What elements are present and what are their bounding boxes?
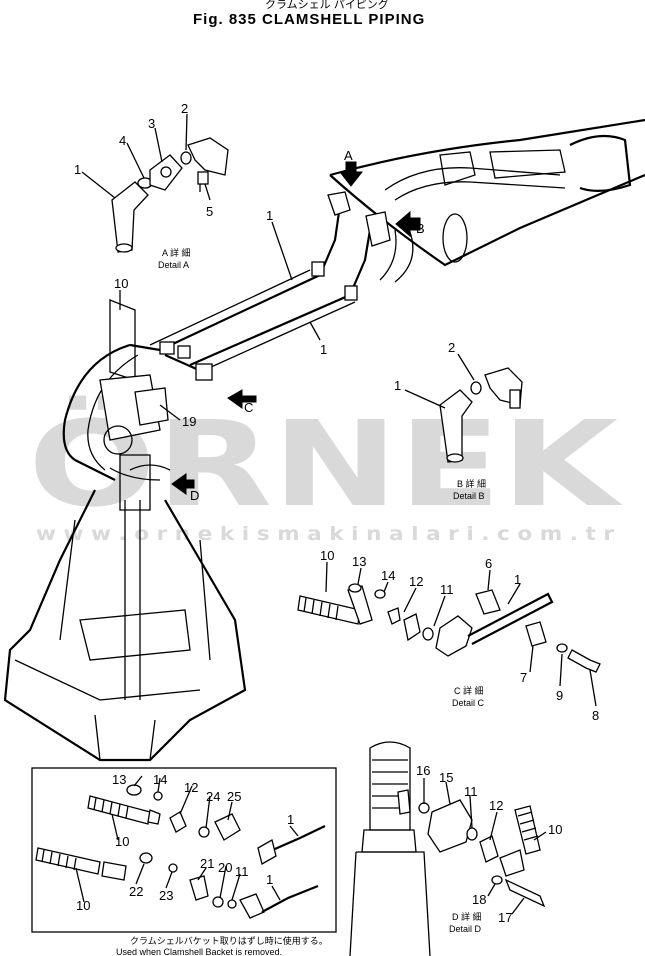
label-a-1: 1 bbox=[74, 162, 81, 177]
label-d-10: 10 bbox=[548, 822, 562, 837]
label-inset-13: 13 bbox=[112, 772, 126, 787]
label-main-10: 10 bbox=[114, 276, 128, 291]
detail-c-jp: C 詳 細 bbox=[454, 685, 484, 696]
leader-b-2 bbox=[457, 353, 475, 381]
detail-a-jp: A 詳 細 bbox=[162, 247, 191, 258]
detail-c-parts bbox=[297, 583, 601, 673]
label-c-14: 14 bbox=[381, 568, 395, 583]
leader-b-1 bbox=[404, 389, 446, 409]
inset-note-en: Used when Clamshell Backet is removed. bbox=[116, 947, 282, 956]
label-c-6: 6 bbox=[485, 556, 492, 571]
detail-d-en: Detail D bbox=[449, 924, 482, 934]
label-inset-24: 24 bbox=[206, 789, 220, 804]
callout-d: D bbox=[190, 488, 199, 503]
callout-b: B bbox=[416, 221, 425, 236]
label-inset-20: 20 bbox=[218, 860, 232, 875]
leader-main-1a bbox=[271, 221, 293, 281]
inset-box bbox=[31, 767, 337, 933]
label-d-12: 12 bbox=[489, 798, 503, 813]
detail-b-en: Detail B bbox=[453, 491, 485, 501]
label-a-4: 4 bbox=[119, 133, 126, 148]
boom bbox=[329, 118, 645, 283]
clamshell-bucket bbox=[3, 299, 247, 762]
label-c-12: 12 bbox=[409, 574, 423, 589]
detail-d-parts bbox=[349, 741, 546, 956]
bucket-hoses bbox=[109, 341, 213, 481]
label-a-2: 2 bbox=[181, 101, 188, 116]
label-main-1b: 1 bbox=[320, 342, 327, 357]
label-b-2: 2 bbox=[448, 340, 455, 355]
label-a-3: 3 bbox=[148, 116, 155, 131]
label-inset-1b: 1 bbox=[266, 872, 273, 887]
label-b-1: 1 bbox=[394, 378, 401, 393]
watermark-url: w w w . o r n e k i s m a k i n a l a r … bbox=[36, 523, 615, 545]
callout-arrows bbox=[171, 161, 421, 495]
detail-d-jp: D 詳 細 bbox=[452, 911, 482, 922]
detail-b-jp: B 詳 細 bbox=[457, 478, 486, 489]
detail-c-en: Detail C bbox=[452, 698, 485, 708]
label-d-16: 16 bbox=[416, 763, 430, 778]
label-d-11: 11 bbox=[464, 784, 478, 799]
label-d-15: 15 bbox=[439, 770, 453, 785]
leader-main-19 bbox=[159, 404, 181, 421]
label-inset-25: 25 bbox=[227, 789, 241, 804]
label-inset-23: 23 bbox=[159, 888, 173, 903]
figure-title: Fig. 835 CLAMSHELL PIPING bbox=[193, 11, 425, 28]
label-c-8: 8 bbox=[592, 708, 599, 723]
detail-a-en: Detail A bbox=[158, 260, 189, 270]
label-inset-11: 11 bbox=[235, 864, 249, 879]
label-inset-10a: 10 bbox=[115, 834, 129, 849]
detail-c-leaders bbox=[325, 561, 597, 707]
label-d-17: 17 bbox=[498, 910, 512, 925]
callout-c: C bbox=[244, 400, 253, 415]
detail-d-leaders bbox=[423, 778, 547, 915]
label-inset-22: 22 bbox=[129, 884, 143, 899]
figure-title-jp: クラムシェル パイピング bbox=[265, 0, 389, 11]
main-pipes bbox=[149, 191, 391, 373]
label-a-5: 5 bbox=[206, 204, 213, 219]
label-d-18: 18 bbox=[472, 892, 486, 907]
label-main-1a: 1 bbox=[266, 208, 273, 223]
detail-b-parts bbox=[439, 367, 523, 463]
label-c-10: 10 bbox=[320, 548, 334, 563]
label-inset-1a: 1 bbox=[287, 812, 294, 827]
label-main-19: 19 bbox=[182, 414, 196, 429]
label-inset-12: 12 bbox=[184, 780, 198, 795]
label-c-7: 7 bbox=[520, 670, 527, 685]
leader-main-1b bbox=[309, 321, 321, 341]
label-c-9: 9 bbox=[556, 688, 563, 703]
detail-a-parts bbox=[111, 137, 229, 253]
label-inset-10b: 10 bbox=[76, 898, 90, 913]
label-c-13: 13 bbox=[352, 554, 366, 569]
label-c-11: 11 bbox=[440, 582, 454, 597]
detail-a-leaders bbox=[81, 113, 211, 201]
label-inset-21: 21 bbox=[200, 856, 214, 871]
label-c-1: 1 bbox=[514, 572, 521, 587]
callout-a: A bbox=[344, 148, 353, 163]
label-inset-14: 14 bbox=[153, 772, 167, 787]
inset-note-jp: クラムシェルバケット取りはずし時に使用する。 bbox=[130, 935, 328, 946]
inset-parts bbox=[35, 784, 326, 919]
inset-leaders bbox=[75, 775, 299, 903]
